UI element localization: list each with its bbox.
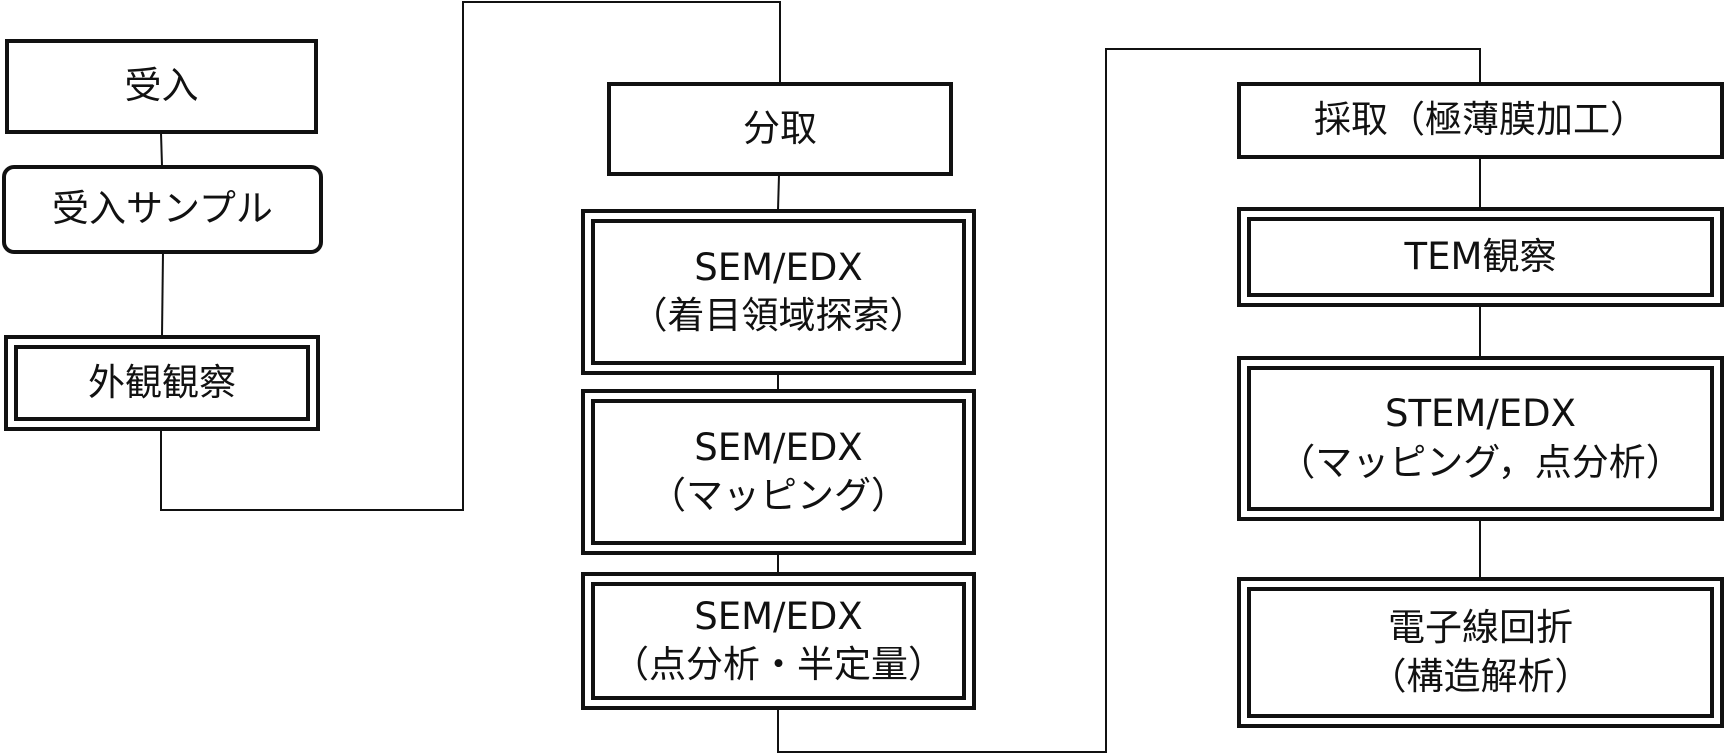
node-uketsuke-sample-label: 受入サンプル xyxy=(52,187,273,231)
node-tem-label: TEM観察 xyxy=(1404,234,1557,278)
node-sem-point-inner: SEM/EDX （点分析・半定量） xyxy=(591,582,966,700)
line-sem3-to-saishu xyxy=(777,48,1481,753)
node-sem-explore-line1: SEM/EDX xyxy=(694,245,863,289)
node-denshi-line2: （構造解析） xyxy=(1369,654,1592,698)
node-sem-point-line2: （点分析・半定量） xyxy=(612,643,945,686)
node-gaikan-inner: 外観観察 xyxy=(14,345,310,421)
line-uketsuke-to-sample xyxy=(160,132,163,167)
node-tem: TEM観察 xyxy=(1237,207,1724,307)
node-saishu-label: 採取（極薄膜加工） xyxy=(1314,98,1647,142)
node-bunshu-label: 分取 xyxy=(743,106,817,150)
node-sem-mapping-line2: （マッピング） xyxy=(649,474,908,517)
node-stem-line2: （マッピング，点分析） xyxy=(1278,440,1683,484)
node-gaikan-label: 外観観察 xyxy=(88,360,236,404)
node-sem-explore: SEM/EDX （着目領域探索） xyxy=(581,209,976,375)
node-uketsuke-label: 受入 xyxy=(124,64,199,108)
node-sem-explore-inner: SEM/EDX （着目領域探索） xyxy=(591,219,966,365)
node-sem-point-line1: SEM/EDX xyxy=(694,594,863,638)
line-bunshu-to-sem1 xyxy=(777,174,780,211)
node-sem-mapping-inner: SEM/EDX （マッピング） xyxy=(591,399,966,545)
node-gaikan: 外観観察 xyxy=(4,335,320,431)
node-stem-line1: STEM/EDX xyxy=(1384,392,1577,436)
node-tem-inner: TEM観察 xyxy=(1247,217,1714,297)
node-sem-mapping-line1: SEM/EDX xyxy=(694,425,863,469)
node-stem-inner: STEM/EDX （マッピング，点分析） xyxy=(1247,366,1714,511)
line-sample-to-gaikan xyxy=(161,251,164,337)
node-bunshu: 分取 xyxy=(607,82,953,176)
node-denshi-inner: 電子線回折 （構造解析） xyxy=(1247,587,1714,718)
node-sem-mapping: SEM/EDX （マッピング） xyxy=(581,389,976,555)
node-sem-explore-line2: （着目領域探索） xyxy=(630,294,927,337)
node-saishu: 採取（極薄膜加工） xyxy=(1237,82,1724,159)
node-uketsuke-sample: 受入サンプル xyxy=(2,165,323,254)
node-stem: STEM/EDX （マッピング，点分析） xyxy=(1237,356,1724,521)
node-uketsuke: 受入 xyxy=(5,39,318,134)
line-gaikan-to-bunshu xyxy=(160,1,781,511)
node-denshi-line1: 電子線回折 xyxy=(1388,606,1573,650)
node-sem-point: SEM/EDX （点分析・半定量） xyxy=(581,572,976,710)
node-denshi: 電子線回折 （構造解析） xyxy=(1237,577,1724,728)
